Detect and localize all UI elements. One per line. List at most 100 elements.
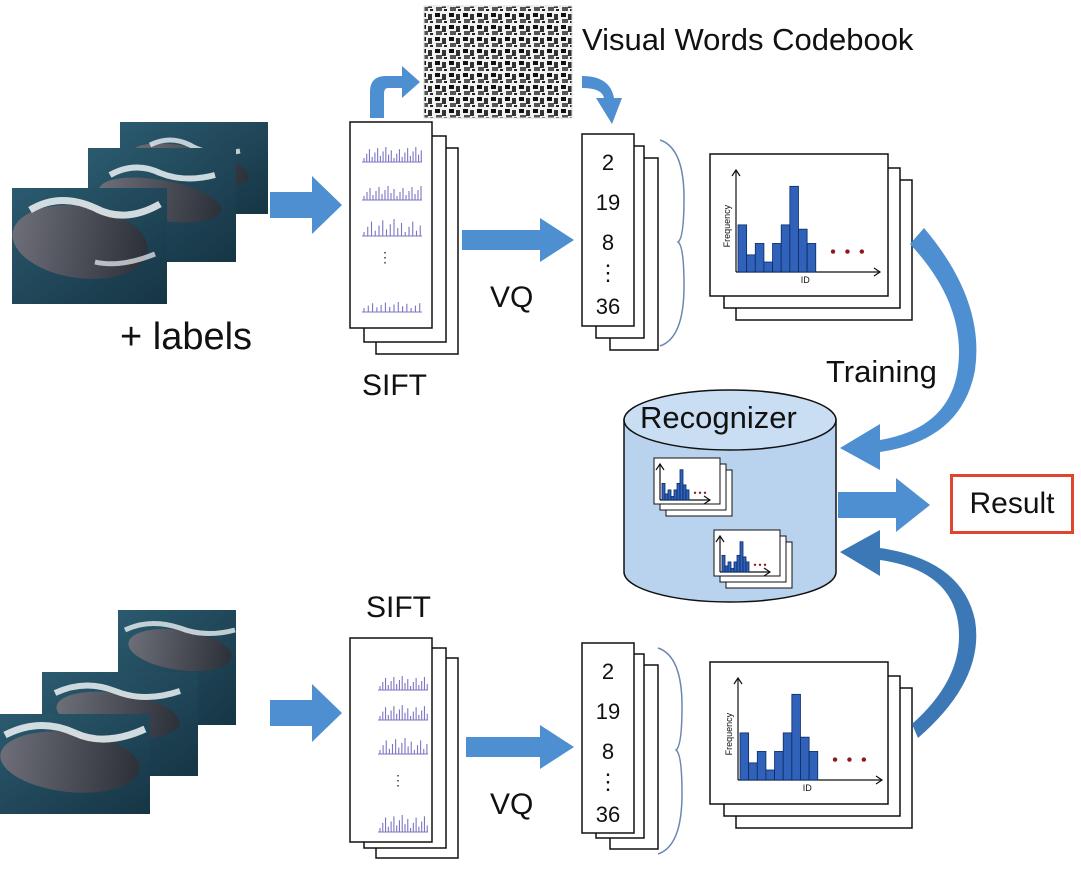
right-arrow bbox=[838, 478, 930, 532]
histogram-bar bbox=[763, 261, 773, 273]
codebook-label: Visual Words Codebook bbox=[582, 22, 914, 57]
curved-arrow bbox=[370, 66, 420, 118]
recognizer-label: Recognizer bbox=[640, 400, 797, 435]
code-value: 36 bbox=[595, 294, 621, 319]
mini-histogram bbox=[653, 457, 733, 517]
vq-label-top: VQ bbox=[490, 281, 534, 314]
ellipsis-dot bbox=[753, 563, 757, 566]
ellipsis-dot bbox=[859, 249, 865, 254]
result-box: Result bbox=[950, 474, 1074, 534]
ellipsis-dot bbox=[847, 757, 852, 762]
histogram-bar bbox=[800, 736, 810, 781]
histogram-bar bbox=[742, 556, 747, 573]
histogram-bar bbox=[727, 561, 732, 573]
histogram-bar bbox=[685, 489, 690, 501]
sift-label-bottom: SIFT bbox=[366, 591, 431, 624]
histogram-bar bbox=[739, 732, 750, 781]
test-arrow bbox=[840, 530, 977, 738]
code-vdots: ⋮ bbox=[597, 260, 619, 285]
histogram-bar bbox=[780, 224, 791, 273]
code-value: 19 bbox=[595, 190, 621, 215]
ellipsis-dot bbox=[845, 249, 850, 254]
right-arrow bbox=[270, 684, 342, 742]
histogram-bar bbox=[789, 185, 799, 273]
code-value: 2 bbox=[601, 150, 615, 175]
plus-labels-text: + labels bbox=[120, 316, 253, 358]
right-arrow bbox=[270, 176, 342, 234]
histogram-bar bbox=[664, 493, 669, 501]
mini-histogram bbox=[713, 529, 793, 589]
histogram-bar bbox=[745, 561, 750, 573]
histogram-bar bbox=[736, 554, 741, 573]
histogram-bar bbox=[670, 496, 675, 501]
histogram-bar bbox=[721, 554, 726, 573]
training-label: Training bbox=[826, 354, 937, 389]
histogram-bar bbox=[661, 482, 666, 501]
ellipsis-dot bbox=[861, 757, 867, 762]
histogram-bar bbox=[774, 751, 784, 781]
histogram-ylabel: Frequency bbox=[722, 204, 732, 247]
ellipsis-dot bbox=[698, 491, 702, 494]
histogram-bar bbox=[667, 489, 672, 501]
code-value: 8 bbox=[601, 739, 615, 764]
codebook-image bbox=[423, 5, 573, 119]
histogram-xlabel: ID bbox=[803, 783, 813, 793]
histogram-bar bbox=[673, 489, 678, 501]
whale-photo bbox=[12, 188, 167, 304]
histogram-bar bbox=[676, 482, 681, 501]
sift-stack-bottom: ⋮ bbox=[349, 637, 459, 859]
ellipsis-dot bbox=[830, 249, 836, 254]
code-card-bottom bbox=[581, 642, 683, 855]
ellipsis-dot bbox=[832, 757, 838, 762]
code-value: 8 bbox=[601, 230, 615, 255]
code-value: 19 bbox=[595, 699, 621, 724]
training-photo-stack bbox=[12, 122, 268, 304]
x-axis-arrowhead bbox=[875, 775, 884, 785]
x-axis-arrowhead bbox=[703, 495, 712, 505]
training-arrow bbox=[840, 228, 977, 470]
y-axis-arrowhead bbox=[733, 676, 743, 685]
ellipsis-dot bbox=[758, 563, 762, 566]
curved-arrow bbox=[582, 76, 622, 124]
right-arrow bbox=[462, 218, 574, 262]
histogram-bar bbox=[754, 243, 765, 273]
histogram-bar bbox=[739, 541, 744, 573]
histogram-bar bbox=[679, 469, 684, 501]
histogram-bar bbox=[806, 243, 817, 273]
recognizer-database bbox=[623, 389, 837, 603]
right-arrow bbox=[466, 725, 574, 769]
y-axis-arrowhead bbox=[655, 462, 665, 471]
histogram-bar bbox=[798, 228, 808, 273]
histogram-bar bbox=[737, 224, 748, 273]
histogram-bar bbox=[808, 751, 819, 781]
histogram-bar bbox=[733, 561, 738, 573]
vq-label-bottom: VQ bbox=[490, 788, 534, 821]
code-value: 2 bbox=[601, 659, 615, 684]
sift-stack-top: ⋮ bbox=[349, 121, 459, 355]
histogram-bar bbox=[730, 568, 735, 573]
x-axis-arrowhead bbox=[873, 267, 882, 277]
ellipsis-dot bbox=[703, 491, 707, 494]
code-value: 36 bbox=[595, 802, 621, 827]
histogram-bar bbox=[682, 484, 687, 501]
code-card-top bbox=[581, 133, 685, 351]
y-axis-arrowhead bbox=[731, 168, 741, 177]
histogram-bar bbox=[724, 565, 729, 573]
test-photo-stack bbox=[0, 610, 236, 814]
histogram-bar bbox=[772, 243, 782, 273]
y-axis-arrowhead bbox=[715, 534, 725, 543]
svg-text:⋮: ⋮ bbox=[378, 249, 392, 265]
histogram-xlabel: ID bbox=[801, 275, 811, 285]
histogram-bar bbox=[765, 769, 775, 781]
sift-label-top: SIFT bbox=[362, 369, 427, 402]
histogram-bar bbox=[782, 732, 793, 781]
whale-photo bbox=[0, 714, 150, 814]
ellipsis-dot bbox=[763, 563, 767, 566]
result-label: Result bbox=[969, 487, 1055, 520]
code-vdots: ⋮ bbox=[597, 769, 619, 794]
histogram-bar bbox=[791, 693, 801, 781]
histogram-ylabel: Frequency bbox=[724, 712, 734, 755]
